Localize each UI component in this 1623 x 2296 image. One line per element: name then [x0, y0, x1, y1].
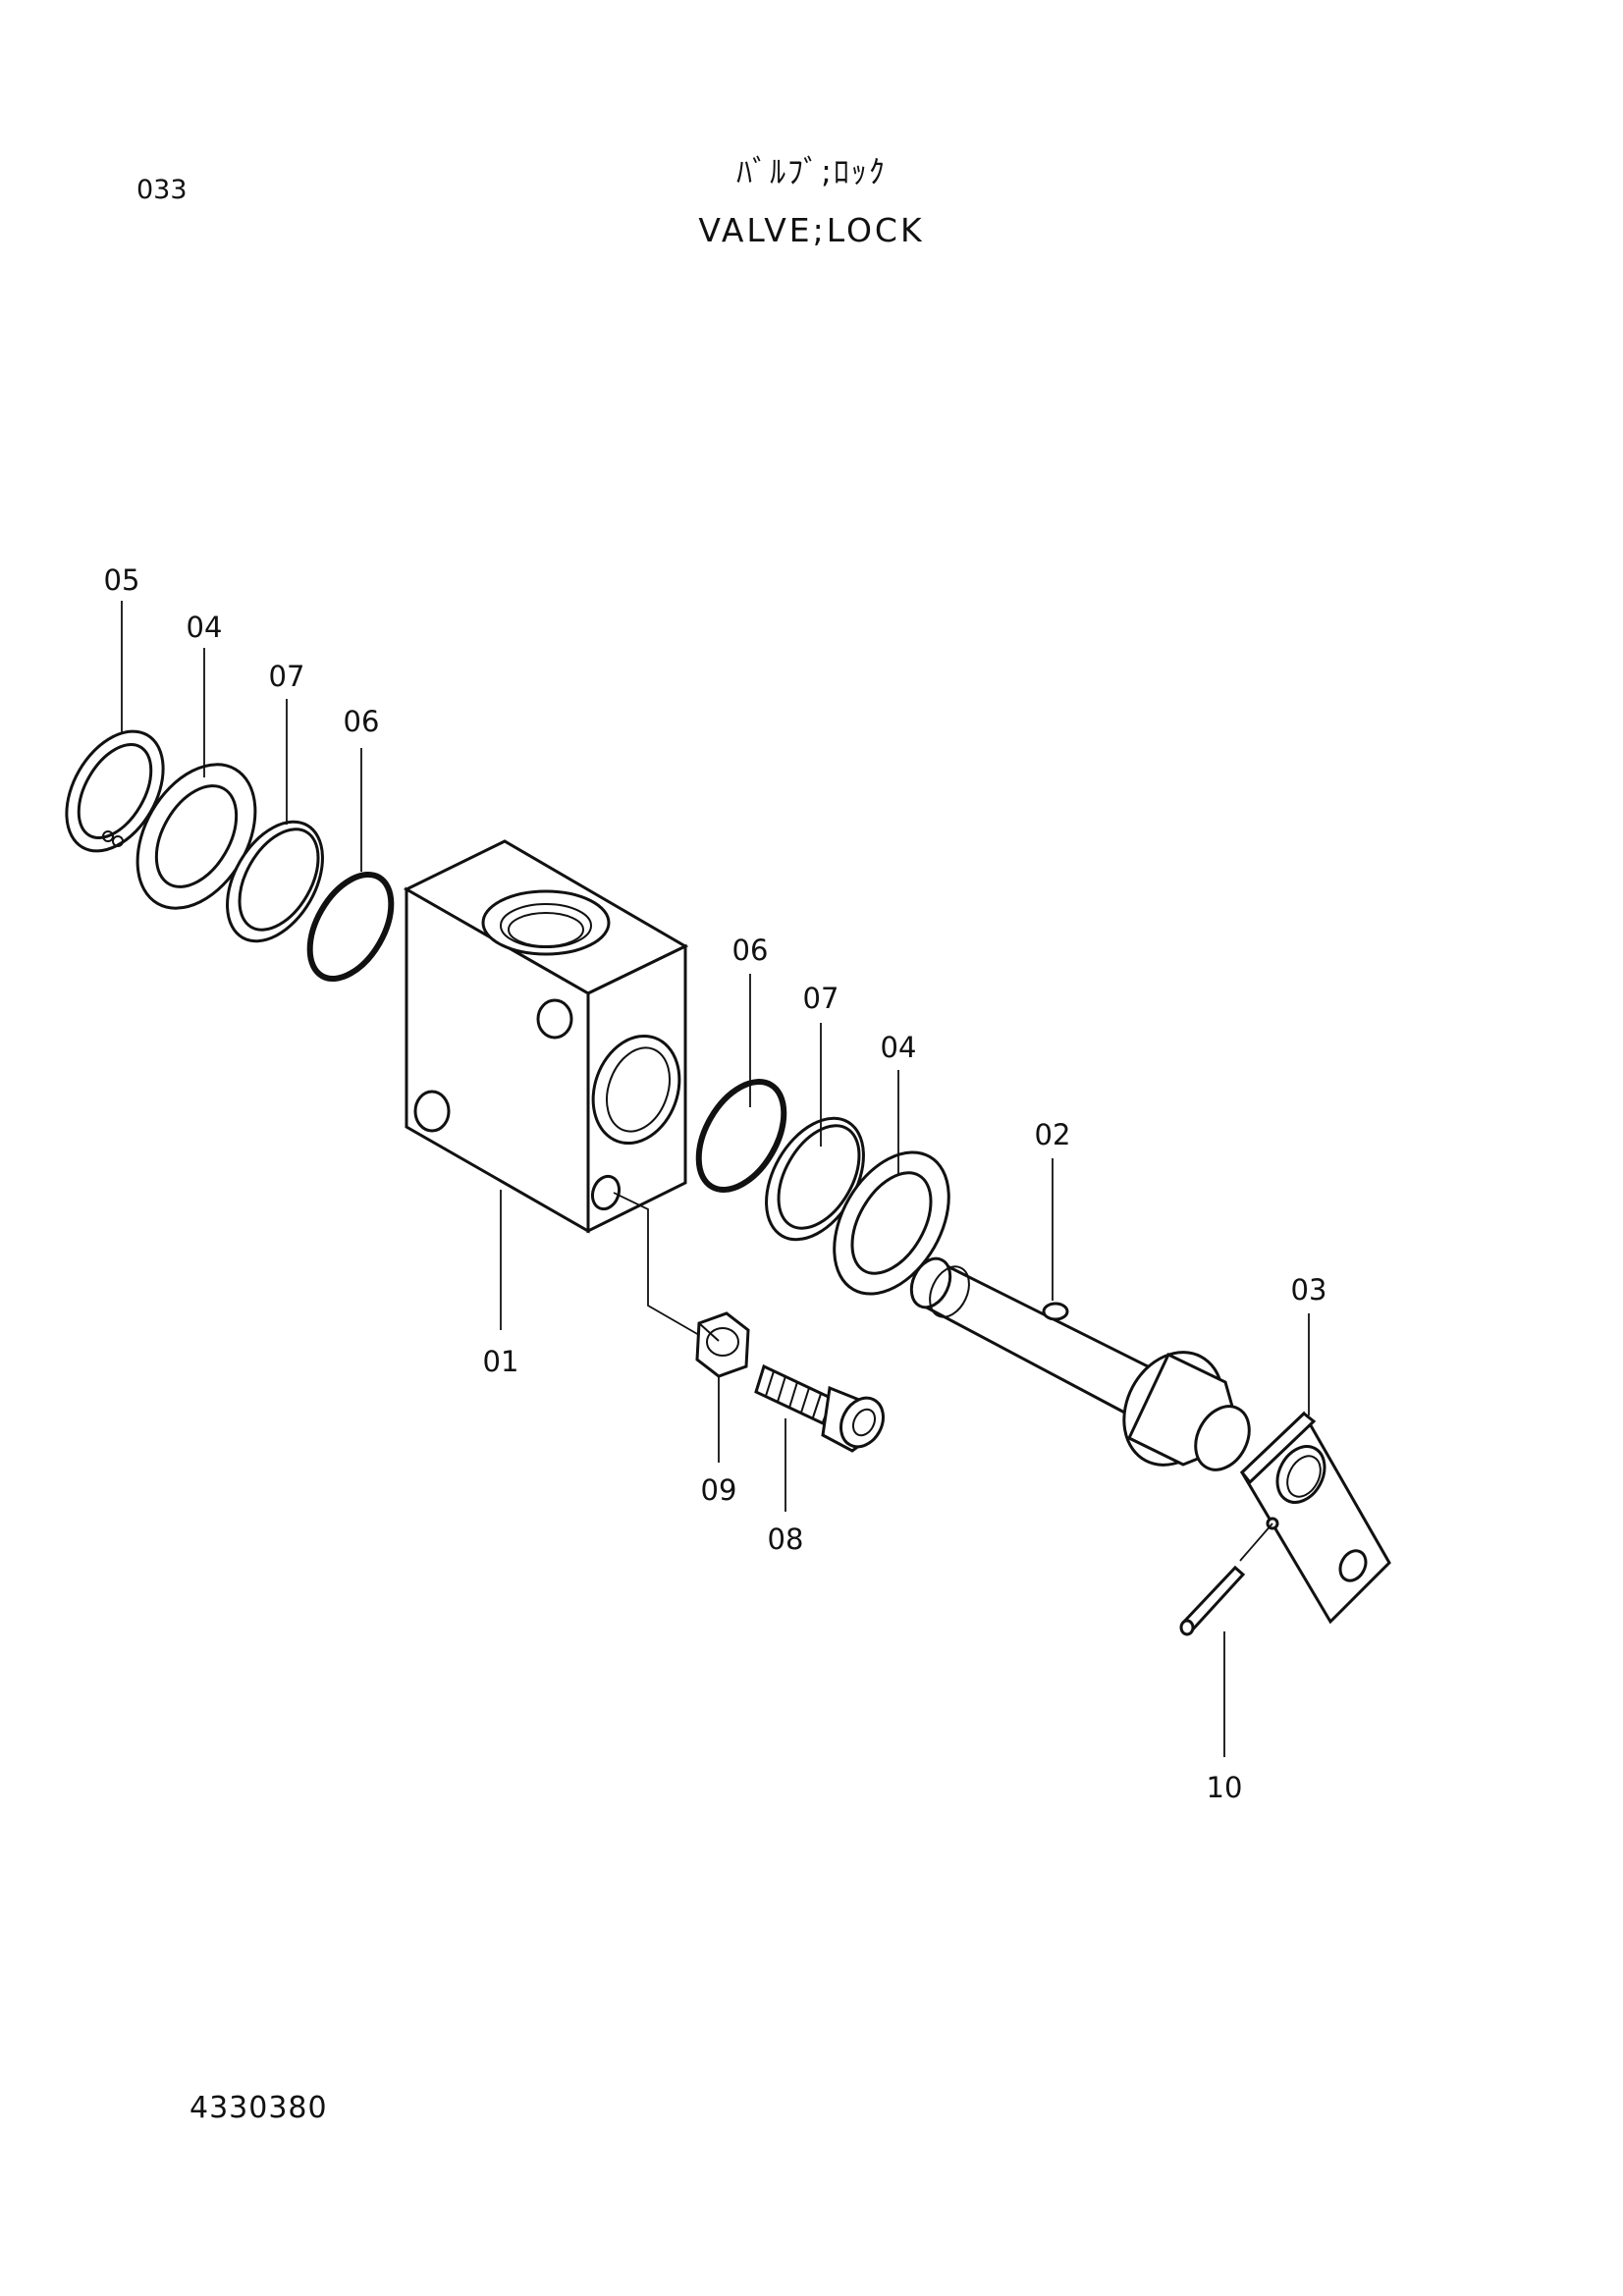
- drawing-number: 4330380: [189, 2091, 328, 2125]
- callout-01: 01: [483, 1345, 519, 1378]
- part-07-backup-ring-left: [226, 820, 324, 943]
- part-07-backup-ring-right: [765, 1116, 865, 1242]
- leader-lines: [121, 601, 1310, 1757]
- part-04-washer-right: [833, 1150, 950, 1296]
- page-number: 033: [136, 175, 188, 205]
- callout-10: 10: [1207, 1771, 1243, 1804]
- callout-06-left: 06: [344, 705, 380, 738]
- callout-04-right: 04: [881, 1031, 917, 1064]
- callout-05: 05: [104, 563, 140, 597]
- part-06-o-ring-left: [306, 871, 395, 983]
- part-05-snap-ring: [65, 729, 165, 853]
- title-japanese: ﾊﾞﾙﾌﾞ;ﾛｯｸ: [736, 153, 887, 190]
- part-01-valve-body: [403, 839, 689, 1234]
- part-09-nut: [695, 1311, 750, 1378]
- callout-09: 09: [701, 1473, 737, 1507]
- title-english: VALVE;LOCK: [698, 211, 925, 249]
- callout-07-left: 07: [269, 660, 305, 693]
- part-08-screw: [754, 1363, 885, 1453]
- callout-03: 03: [1291, 1273, 1327, 1307]
- callout-04-left: 04: [187, 611, 223, 644]
- part-10-pin: [1179, 1565, 1246, 1636]
- callout-02: 02: [1035, 1118, 1071, 1151]
- callout-08: 08: [768, 1522, 804, 1556]
- part-02-spool: [909, 1256, 1251, 1471]
- callout-labels: 05 04 07 06 01 06 07 04 02 03 09 08 10: [104, 563, 1327, 1804]
- callout-07-right: 07: [803, 982, 839, 1015]
- part-06-o-ring-right: [695, 1079, 787, 1193]
- callout-06-right: 06: [732, 934, 769, 967]
- part-03-plate: [1239, 1411, 1391, 1625]
